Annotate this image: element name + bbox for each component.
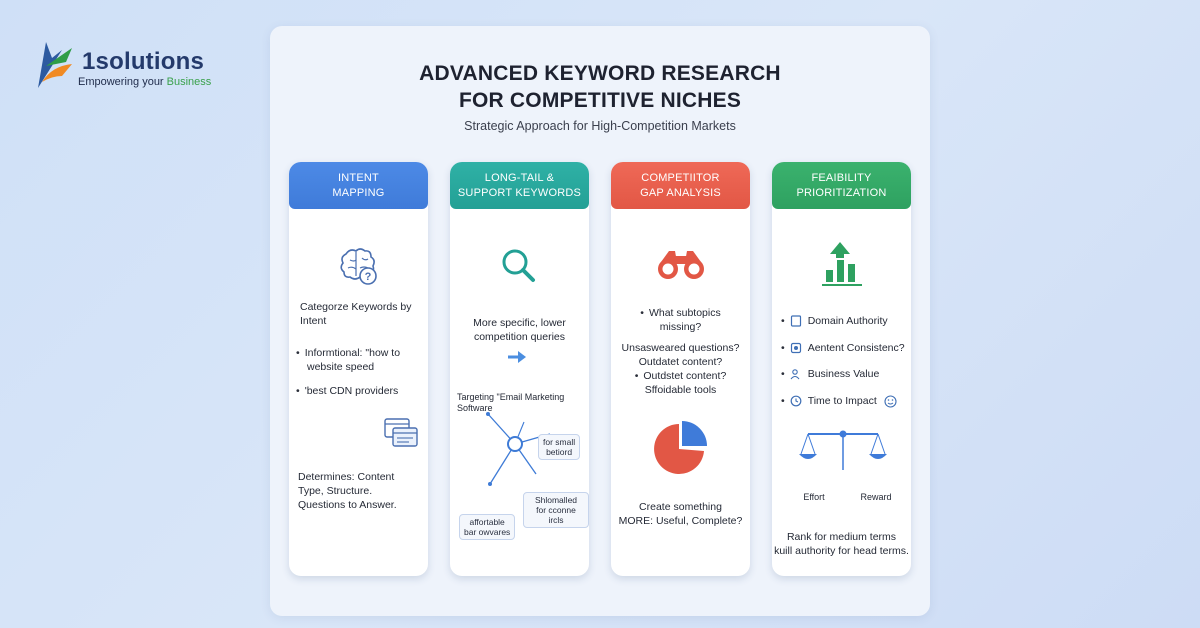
card-header-line-2: PRIORITIZATION xyxy=(796,186,887,199)
target-line-2: Software xyxy=(457,403,493,413)
longtail-desc-line-1: More specific, lower xyxy=(473,317,566,329)
bullet-line-2: missing? xyxy=(659,321,702,333)
brand-tagline: Empowering your Business xyxy=(78,76,211,88)
intent-heading-line-1: Categorze Keywords by xyxy=(300,301,412,313)
balance-reward-label: Reward xyxy=(860,492,892,502)
infographic-title: ADVANCED KEYWORD RESEARCH FOR COMPETITIV… xyxy=(270,60,930,114)
gap-questions-list: Unsasweared questions? Outdatet content?… xyxy=(611,341,750,397)
pie-chart-icon xyxy=(654,421,707,474)
node-line-1: Shlomalled xyxy=(534,495,578,505)
card-feasibility: FEAIBILITY PRIORITIZATION Domain Authori… xyxy=(772,162,911,576)
node-line-2: for cconne ircls xyxy=(536,505,576,525)
title-line-1: ADVANCED KEYWORD RESEARCH xyxy=(419,62,781,85)
magnifier-icon xyxy=(502,249,535,282)
clock-icon xyxy=(790,395,802,407)
intent-footer: Determines: Content Type, Structure. Que… xyxy=(298,470,397,512)
target-line-1: Targeting "Email Marketing xyxy=(457,392,565,402)
keyword-network-icon xyxy=(486,412,551,486)
card-header-line-1: INTENT xyxy=(338,171,379,184)
browser-windows-icon xyxy=(384,418,418,447)
feasibility-footer-line-2: kuill authority for head terms. xyxy=(774,545,909,557)
card-header: INTENT MAPPING xyxy=(289,162,428,209)
bullet-line-2: website speed xyxy=(307,361,375,373)
infographic-subtitle: Strategic Approach for High-Competition … xyxy=(464,119,736,133)
gap-line-b: Outdatet content? xyxy=(638,356,723,368)
infographic-panel: ADVANCED KEYWORD RESEARCH FOR COMPETITIV… xyxy=(270,26,930,616)
balance-effort-label: Effort xyxy=(803,492,825,502)
card-header-line-2: GAP ANALYSIS xyxy=(640,186,721,199)
title-line-2: FOR COMPETITIVE NICHES xyxy=(458,89,742,112)
feasibility-item-time: Time to Impact xyxy=(781,394,903,408)
longtail-description: More specific, lower competition queries xyxy=(450,316,589,344)
intent-bullet-informational: Informtional: "how to website speed xyxy=(296,346,400,374)
binoculars-icon xyxy=(658,251,704,279)
longtail-desc-line-2: competition queries xyxy=(473,331,566,343)
item-label: Domain Authority xyxy=(807,315,888,327)
longtail-target-label: Targeting "Email Marketing Software xyxy=(457,392,564,414)
arrow-right-icon xyxy=(508,351,526,363)
feasibility-item-content: Aentent Consistenc? xyxy=(781,341,905,355)
card-intent-mapping: INTENT MAPPING ? Categorze Keywords by I… xyxy=(289,162,428,576)
gap-footer-line-2: MORE: Useful, Complete? xyxy=(618,515,743,527)
brand-logo[interactable]: 1solutions Empowering your Business xyxy=(32,36,232,96)
feasibility-item-business: Business Value xyxy=(781,367,879,381)
card-competitor-gap: COMPETIITOR GAP ANALYSIS What subtopics … xyxy=(611,162,750,576)
users-icon xyxy=(790,369,800,380)
intent-bullet-cdn: 'best CDN providers xyxy=(296,384,399,398)
balance-scale-icon xyxy=(799,430,887,470)
node-line-1: affortable xyxy=(469,517,505,527)
gap-footer-line-1: Create something xyxy=(639,501,722,513)
tagline-highlight: Business xyxy=(166,76,212,88)
node-line-2: betiord xyxy=(546,447,573,457)
gap-line-a: Unsasweared questions? xyxy=(621,342,740,354)
intent-heading-line-2: Intent xyxy=(300,315,327,327)
card-header-line-2: SUPPORT KEYWORDS xyxy=(457,186,582,199)
intent-footer-line-1: Determines: Content xyxy=(298,471,395,483)
document-icon xyxy=(790,315,801,327)
feasibility-item-domain: Domain Authority xyxy=(781,314,888,328)
card-header-line-1: LONG-TAIL & xyxy=(484,171,555,184)
gap-line-c: Sffoidable tools xyxy=(644,384,717,396)
brain-question-icon: ? xyxy=(340,248,377,285)
item-label: Aentent Consistenc? xyxy=(807,342,905,354)
card-header: COMPETIITOR GAP ANALYSIS xyxy=(611,162,750,209)
keyword-node-small-business: for small betiord xyxy=(538,434,581,460)
intent-heading: Categorze Keywords by Intent xyxy=(300,300,411,328)
bullet-line-1: Informtional: "how to xyxy=(296,346,400,360)
item-label: Business Value xyxy=(807,368,880,380)
card-header: FEAIBILITY PRIORITIZATION xyxy=(772,162,911,209)
keyword-node-ecommerce: Shlomalled for cconne ircls xyxy=(523,492,589,528)
card-header-line-1: COMPETIITOR xyxy=(641,171,720,184)
feasibility-footer-line-1: Rank for medium terms xyxy=(786,531,897,543)
bullet-line-1: What subtopics xyxy=(611,306,750,320)
gap-footer: Create something MORE: Useful, Complete? xyxy=(611,500,750,528)
brand-name: 1solutions xyxy=(82,48,205,75)
item-label: Time to Impact xyxy=(807,395,877,407)
gap-bullet-subtopics: What subtopics missing? xyxy=(611,306,750,334)
keyword-node-affordable: affortable bar owvares xyxy=(459,514,516,540)
settings-icon xyxy=(790,343,801,354)
gap-bullet-outdated: Outdstet content? xyxy=(611,369,750,383)
tagline-prefix: Empowering your xyxy=(78,76,164,88)
card-long-tail: LONG-TAIL & SUPPORT KEYWORDS More specif… xyxy=(450,162,589,576)
node-line-2: bar owvares xyxy=(464,527,511,537)
bar-chart-up-icon xyxy=(822,242,862,286)
card-header-line-1: FEAIBILITY xyxy=(811,171,872,184)
intent-footer-line-2: Type, Structure. xyxy=(298,485,373,497)
node-line-1: for small xyxy=(543,437,576,447)
card-header: LONG-TAIL & SUPPORT KEYWORDS xyxy=(450,162,589,209)
feasibility-footer: Rank for medium terms kuill authority fo… xyxy=(768,530,915,558)
svg-text:?: ? xyxy=(365,271,372,283)
card-header-line-2: MAPPING xyxy=(332,186,385,199)
logo-mark-icon xyxy=(38,42,72,88)
intent-footer-line-3: Questions to Answer. xyxy=(298,499,397,511)
smile-icon xyxy=(884,395,897,408)
